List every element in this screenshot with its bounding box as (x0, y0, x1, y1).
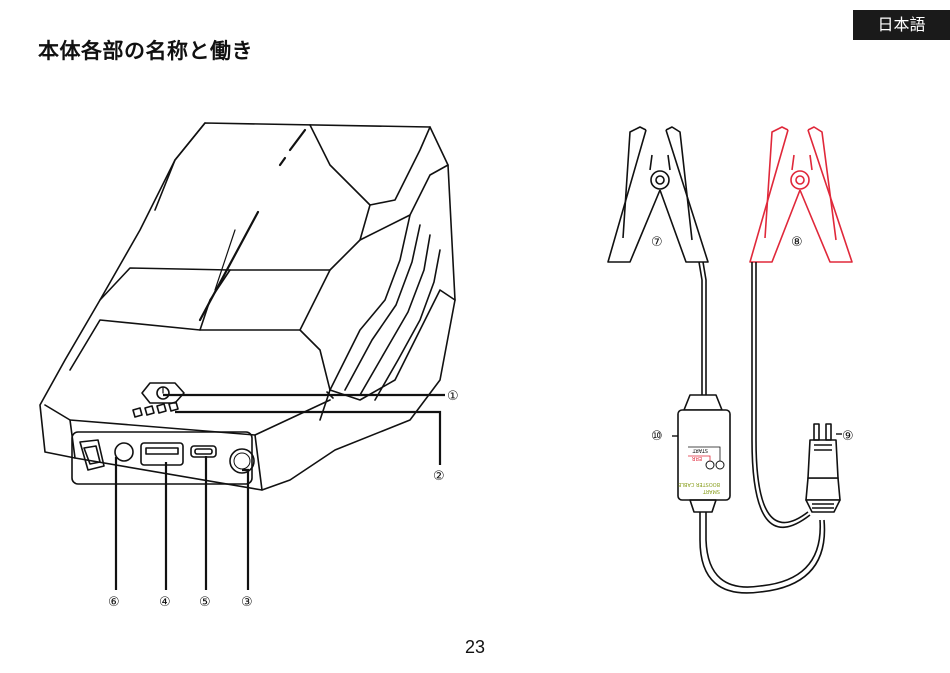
cable-box-text-booster: BOOSTER CABLE (678, 481, 720, 487)
cable-box-text-smart: SMART (702, 488, 720, 494)
callout-9: ⑨ (842, 429, 854, 444)
callout-8: ⑧ (791, 235, 803, 250)
callout-1: ① (447, 389, 459, 404)
callout-4: ④ (159, 595, 171, 610)
cable-box-text-err: ERR (691, 455, 702, 461)
page-number: 23 (0, 637, 950, 658)
power-bank-illustration (40, 123, 455, 490)
callout-2: ② (433, 469, 445, 484)
callouts: ① ② ③ ④ ⑤ ⑥ ⑦ ⑧ ⑨ ⑩ (108, 235, 854, 610)
callout-7: ⑦ (651, 235, 663, 250)
callout-5: ⑤ (199, 595, 211, 610)
leader-lines-power-bank (116, 395, 445, 590)
callout-10: ⑩ (651, 429, 663, 444)
callout-3: ③ (241, 595, 253, 610)
cable-box-text-start: START (692, 447, 708, 453)
callout-6: ⑥ (108, 595, 120, 610)
black-clamp (608, 127, 708, 395)
